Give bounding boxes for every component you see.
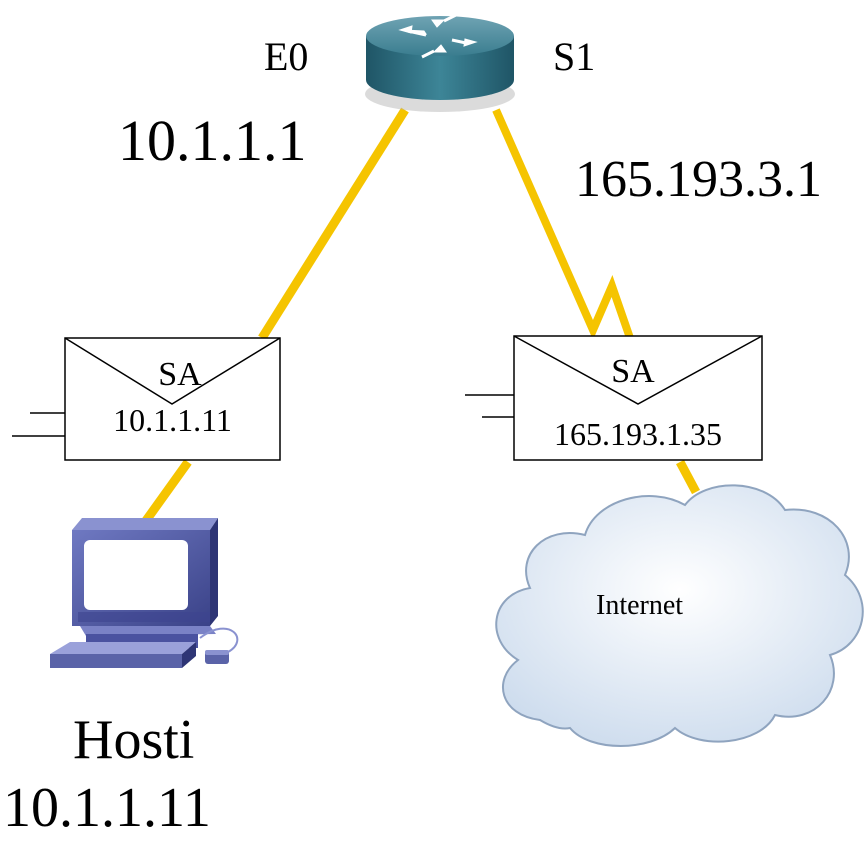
link-right-packet-to-cloud: [676, 459, 700, 495]
left-packet-address: 10.1.1.11: [113, 402, 232, 438]
host-name-label: Hosti: [73, 709, 195, 771]
host-ip-label: 10.1.1.11: [3, 777, 211, 839]
right-packet-header: SA: [611, 353, 655, 390]
left-packet-header: SA: [158, 356, 202, 393]
cloud-label: Internet: [596, 590, 684, 621]
router-icon: [365, 13, 515, 112]
router-left-ip-label: 10.1.1.1: [118, 108, 307, 173]
links: [141, 107, 700, 525]
right-packet-envelope: [465, 335, 763, 461]
router-right-interface-label: S1: [553, 34, 596, 79]
router-left-interface-label: E0: [264, 34, 309, 79]
left-packet-envelope: [12, 337, 281, 461]
right-packet-address: 165.193.1.35: [554, 416, 722, 452]
link-left-packet-to-host: [141, 459, 192, 525]
computer-icon: [50, 518, 239, 668]
router-right-ip-label: 165.193.3.1: [575, 151, 822, 208]
cloud-icon: [495, 484, 864, 747]
link-router-to-left-packet: [258, 107, 409, 341]
link-router-to-right-packet: [492, 108, 634, 341]
